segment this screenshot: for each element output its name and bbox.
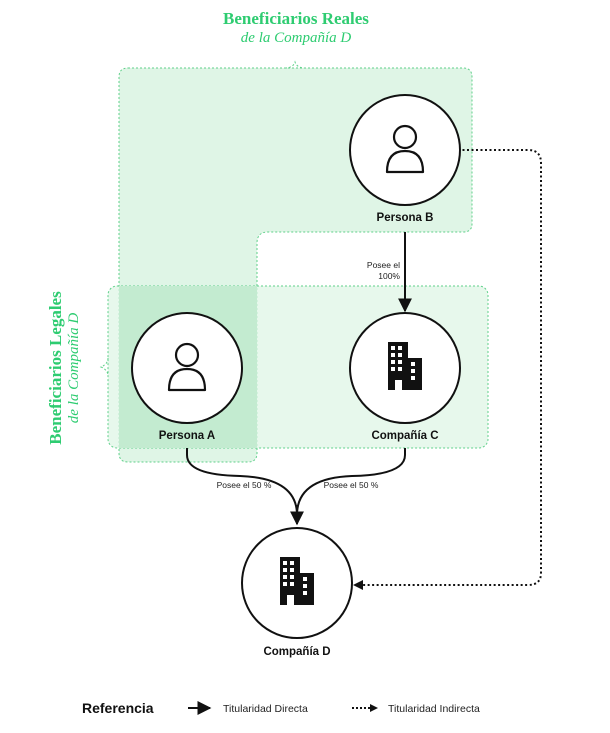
edge-c-to-d [296, 448, 406, 516]
edge-c-to-d-label: Posee el 50 % [324, 480, 379, 490]
building-icon [280, 557, 314, 605]
top-brace [284, 60, 306, 69]
edge-b-to-d-arrowhead [353, 580, 363, 590]
left-brace [99, 357, 109, 377]
legend-title: Referencia [82, 700, 154, 716]
person-icon [385, 124, 425, 174]
legend-indirect-arrowhead [370, 704, 378, 712]
edge-a-to-d [186, 448, 298, 516]
edge-a-to-d-label: Posee el 50 % [217, 480, 272, 490]
legend-direct-label: Titularidad Directa [223, 703, 308, 715]
beneficiarios-legales-title: Beneficiarios Legales [46, 291, 65, 445]
persona-a-label: Persona A [159, 430, 215, 442]
person-icon [167, 342, 207, 392]
persona-b-label: Persona B [377, 212, 434, 224]
compania-d-label: Compañía D [263, 646, 330, 658]
edge-b-to-c-label-line2: 100% [378, 271, 400, 281]
beneficiarios-reales-title: Beneficiarios Reales [223, 9, 369, 28]
beneficiarios-legales-subtitle: de la Compañía D [66, 313, 82, 424]
legend: Referencia Titularidad Directa Titularid… [82, 700, 480, 716]
legend-indirect-label: Titularidad Indirecta [388, 703, 480, 715]
beneficiarios-reales-subtitle: de la Compañía D [241, 30, 352, 46]
compania-c-label: Compañía C [371, 430, 438, 442]
building-icon [388, 342, 422, 390]
edge-b-to-c-label-line1: Posee el [367, 260, 400, 270]
